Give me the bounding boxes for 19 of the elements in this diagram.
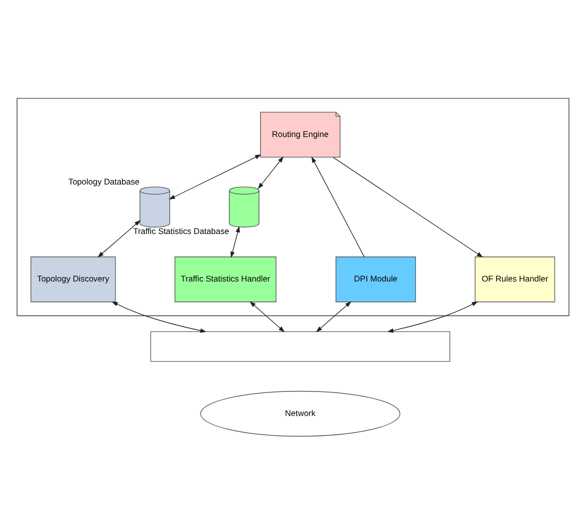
node-ellipse: Network <box>200 390 400 437</box>
node-box: Topology Discovery <box>30 256 116 302</box>
arrow <box>316 301 352 332</box>
arrow <box>258 156 284 190</box>
node-box: DPI Module <box>336 256 416 302</box>
arrow <box>98 220 141 258</box>
arrow <box>168 154 262 200</box>
node-box <box>150 331 450 362</box>
node-label: Traffic Statistics Database <box>133 226 230 236</box>
arrow <box>250 301 285 332</box>
node-box: Traffic Statistics Handler <box>174 256 276 302</box>
arrow <box>112 301 207 333</box>
node-label: Topology Database <box>68 176 140 187</box>
arrow <box>332 156 483 258</box>
arrow <box>387 301 478 333</box>
cluster <box>16 98 570 316</box>
arrow <box>311 156 365 258</box>
arrow <box>230 226 240 258</box>
node-box: OF Rules Handler <box>474 256 556 302</box>
